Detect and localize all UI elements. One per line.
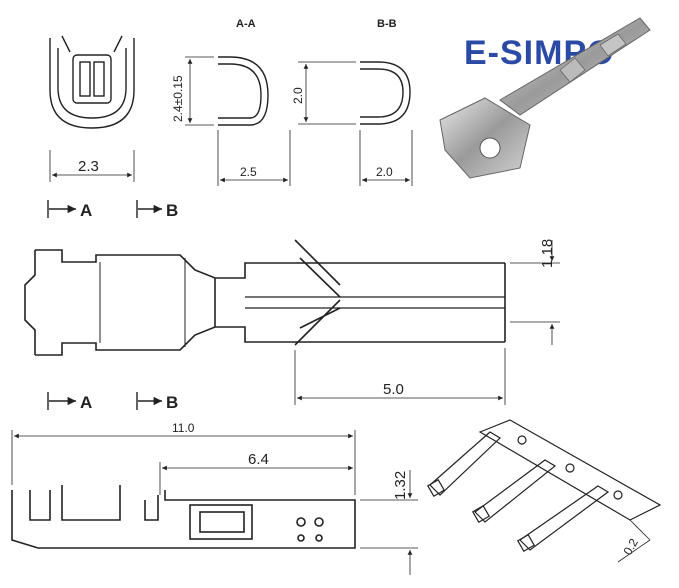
section-markers-top (47, 200, 162, 218)
section-marker-a-top: A (80, 201, 92, 220)
section-marker-b-bottom: B (166, 393, 178, 412)
dim-top-length: 5.0 (383, 381, 404, 398)
top-view (24, 239, 560, 405)
dim-bb-height: 2.0 (291, 87, 305, 104)
dim-aa-width: 2.5 (240, 165, 257, 179)
front-view (49, 35, 135, 182)
terminal-strip-isometric (426, 419, 662, 563)
dim-side-partial: 6.4 (248, 451, 269, 468)
section-marker-a-bottom: A (80, 393, 92, 412)
dim-bb-width: 2.0 (376, 165, 393, 179)
dim-side-height: 1.32 (392, 471, 409, 500)
dim-front-width: 2.3 (78, 158, 99, 175)
dim-aa-height: 2.4±0.15 (171, 75, 185, 122)
section-bb-profile (298, 61, 413, 186)
section-markers-bottom (47, 392, 162, 410)
dim-top-height: 1.18 (539, 239, 556, 268)
section-bb-title: B-B (377, 18, 397, 30)
dim-carrier: 0.2 (620, 536, 641, 558)
terminal-photo (439, 17, 651, 179)
section-marker-b-top: B (166, 201, 178, 220)
section-aa-profile (185, 56, 291, 186)
dim-side-total: 11.0 (172, 421, 195, 435)
section-aa-title: A-A (236, 18, 256, 30)
side-view (11, 430, 418, 575)
